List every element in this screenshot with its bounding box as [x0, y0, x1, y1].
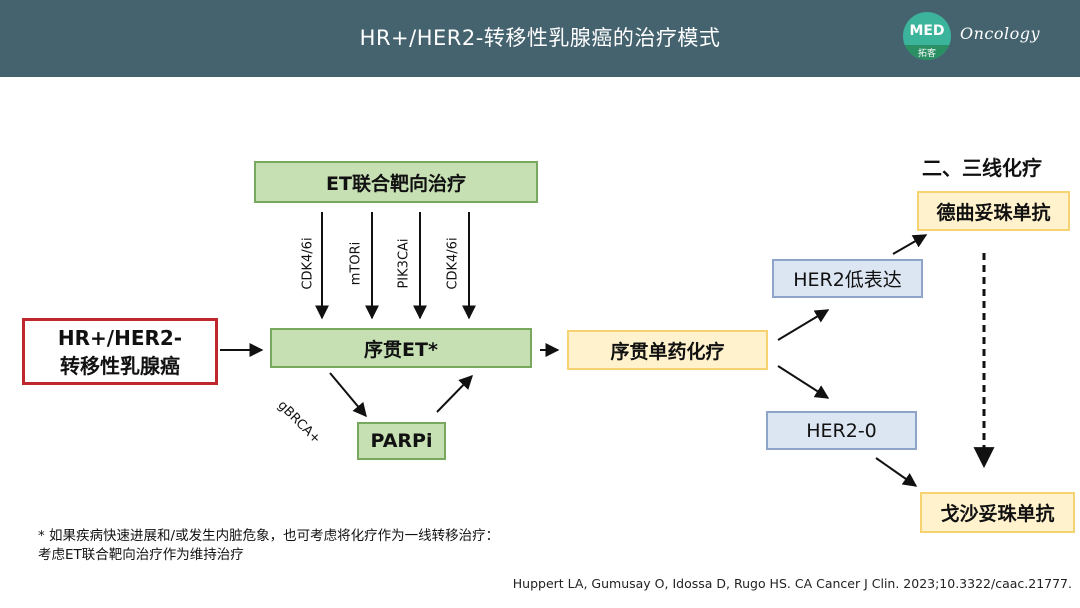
med-logo: MED 拓客 — [903, 12, 951, 60]
later-lines-heading: 二、三线化疗 — [922, 156, 1042, 180]
arrow-label-mtori: mTORi — [348, 241, 364, 286]
logo-band — [903, 45, 951, 60]
logo-med-text: MED — [909, 23, 945, 39]
start-box-label: HR+/HER2- 转移性乳腺癌 — [57, 325, 183, 378]
parpi-label: PARPi — [370, 430, 433, 452]
her2-low-label: HER2低表达 — [793, 269, 902, 291]
et-combo-box: ET联合靶向治疗 — [254, 161, 538, 203]
et-combo-label: ET联合靶向治疗 — [326, 172, 466, 195]
sequential-chemo-box: 序贯单药化疗 — [567, 330, 768, 370]
t-dxd-label: 德曲妥珠单抗 — [936, 201, 1051, 224]
parpi-box: PARPi — [357, 422, 446, 460]
start-box: HR+/HER2- 转移性乳腺癌 — [22, 318, 218, 385]
arrow-label-cdk46i-1: CDK4/6i — [300, 237, 316, 290]
arrow-et-to-parpi — [329, 372, 367, 418]
arrow-her2low-to-tdxd — [892, 234, 928, 255]
arrow-label-pik3cai: PIK3CAi — [396, 238, 412, 289]
sequential-chemo-label: 序贯单药化疗 — [610, 340, 725, 363]
sg-label: 戈沙妥珠单抗 — [940, 503, 1055, 525]
arrow-parpi-to-et — [436, 374, 473, 413]
sequential-et-box: 序贯ET* — [270, 328, 532, 368]
t-dxd-box: 德曲妥珠单抗 — [917, 191, 1070, 231]
her2-low-box: HER2低表达 — [772, 259, 923, 298]
sg-box: 戈沙妥珠单抗 — [920, 492, 1075, 533]
arrow-her2zero-to-sg — [875, 457, 918, 487]
footnote-line-2: 考虑ET联合靶向治疗作为维持治疗 — [38, 547, 244, 563]
citation: Huppert LA, Gumusay O, Idossa D, Rugo HS… — [512, 576, 1072, 591]
arrow-label-cdk46i-2: CDK4/6i — [445, 237, 461, 290]
logo-sub-text: 拓客 — [917, 49, 936, 59]
arrow-chemo-to-her2zero — [777, 365, 830, 399]
sequential-et-label: 序贯ET* — [364, 338, 438, 361]
her2-zero-label: HER2-0 — [806, 419, 877, 442]
her2-zero-box: HER2-0 — [766, 411, 917, 450]
header-bar: HR+/HER2-转移性乳腺癌的治疗模式 MED 拓客 Oncology — [0, 0, 1080, 77]
logo-oncology-text: Oncology — [960, 24, 1041, 43]
footnote-line-1: * 如果疾病快速进展和/或发生内脏危象，也可考虑将化疗作为一线转移治疗： — [38, 528, 500, 544]
page-title: HR+/HER2-转移性乳腺癌的治疗模式 — [359, 26, 721, 50]
arrow-chemo-to-her2low — [777, 309, 830, 341]
